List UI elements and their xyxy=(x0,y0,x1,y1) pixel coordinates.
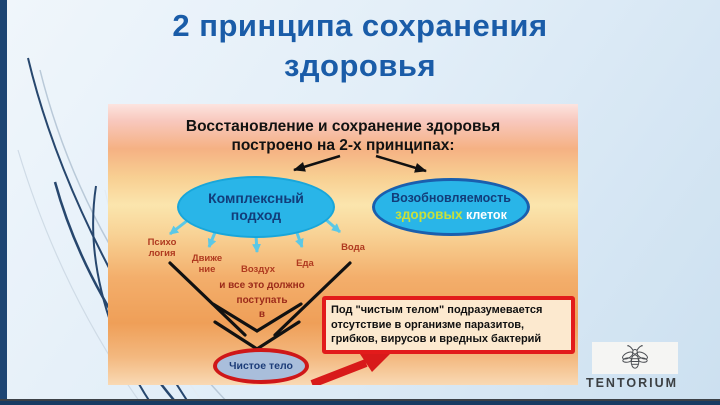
logo-container xyxy=(592,342,678,374)
page-title: 2 принципа сохранения здоровья xyxy=(0,6,720,85)
factor-label-air: Воздух xyxy=(240,264,276,275)
page-title-line1: 2 принципа сохранения xyxy=(172,8,548,43)
split-arrow-right xyxy=(375,154,427,173)
principle-oval-complex-approach-label: Комплексный подход xyxy=(208,190,304,225)
bottom-accent-bar xyxy=(0,399,720,405)
principle-oval-cell-renewal: Возобновляемость здоровых клеток xyxy=(372,178,530,236)
cell-renewal-word2: здоровых xyxy=(395,207,463,223)
factor-arrow-psycho xyxy=(169,218,189,236)
funnel-caption-line1: и все это должно xyxy=(219,280,305,291)
funnel-caption-line3: в xyxy=(258,309,266,320)
cell-renewal-word1: Возобновляемость xyxy=(391,191,511,206)
factor-label-motion: Движе ние xyxy=(191,253,223,276)
cell-renewal-word3: клеток xyxy=(466,208,507,223)
diagram-heading-line1: Восстановление и сохранение здоровья xyxy=(185,118,501,135)
note-line2: отсутствие в организме паразитов, xyxy=(331,318,525,331)
diagram-heading: Восстановление и сохранение здоровья пос… xyxy=(108,117,578,156)
bee-icon xyxy=(622,345,648,369)
diagram-heading-line2: построено на 2-х принципах: xyxy=(231,137,455,155)
factor-label-psychology: Психо логия xyxy=(147,237,177,260)
brand-name: TENTORIUM xyxy=(585,376,679,390)
result-oval-label: Чистое тело xyxy=(229,360,293,372)
complex-approach-line2: подход xyxy=(230,207,282,223)
note-line3: грибков, вирусов и вредных бактерий xyxy=(331,333,542,346)
diagram-panel: Восстановление и сохранение здоровья пос… xyxy=(108,104,578,385)
principle-oval-complex-approach: Комплексный подход xyxy=(177,176,335,238)
funnel-caption-line2: поступать xyxy=(236,294,288,306)
clean-body-note-box: Под "чистым телом" подразумевается отсут… xyxy=(322,296,575,354)
left-accent-bar xyxy=(0,0,7,405)
callout-arrow xyxy=(310,352,392,385)
factor-label-food: Еда xyxy=(296,258,314,269)
page-title-line2: здоровья xyxy=(283,47,437,83)
result-oval-clean-body: Чистое тело xyxy=(213,348,309,384)
funnel-caption: и все это должно поступать в xyxy=(192,279,332,323)
principle-oval-cell-renewal-label: Возобновляемость здоровых клеток xyxy=(391,190,511,224)
factor-label-water: Вода xyxy=(341,242,365,253)
split-arrow-left xyxy=(293,154,341,172)
complex-approach-line1: Комплексный xyxy=(208,189,304,206)
note-line1: Под "чистым телом" подразумевается xyxy=(331,304,543,316)
